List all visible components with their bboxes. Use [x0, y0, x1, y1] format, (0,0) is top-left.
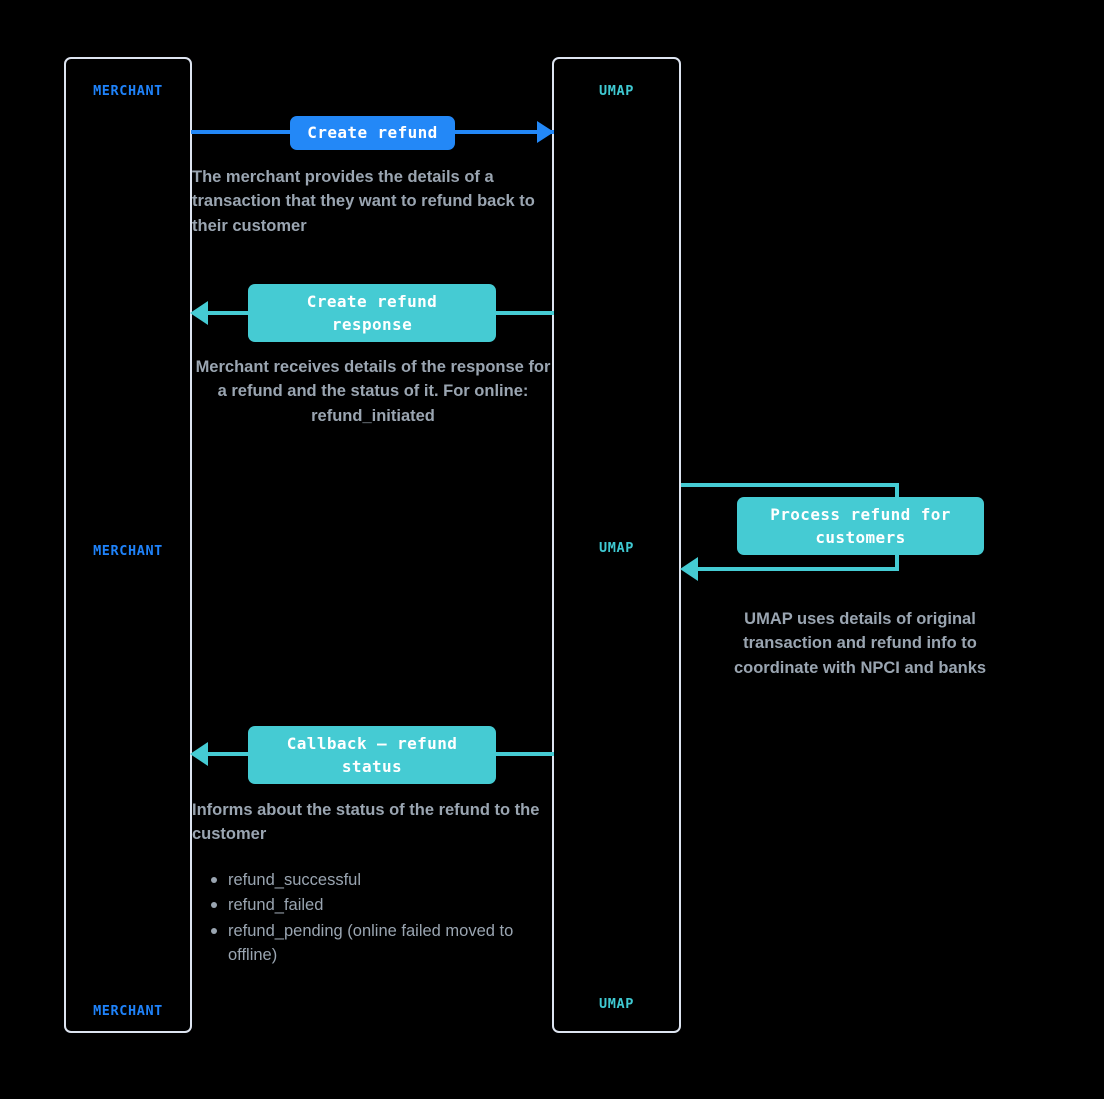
lifeline-label-umap-top: UMAP [599, 83, 634, 99]
lifeline-label-merchant-middle: MERCHANT [93, 543, 163, 559]
message-box-callback-line2: status [341, 757, 403, 776]
message-box-create-refund-response-line1: Create refund [306, 291, 438, 311]
message-box-process-refund[interactable]: Process refund for customers [737, 497, 984, 555]
note-process-refund: UMAP uses details of original transactio… [733, 610, 987, 677]
note-create-refund-response: Merchant receives details of the respons… [195, 358, 551, 425]
lifeline-label-umap-middle: UMAP [599, 540, 634, 556]
arrowhead-create-refund-response [190, 301, 208, 325]
arrowhead-callback [190, 742, 208, 766]
arrowhead-create-refund [537, 121, 554, 143]
lifeline-label-merchant-top: MERCHANT [93, 83, 163, 99]
message-box-create-refund[interactable]: Create refund [290, 116, 455, 150]
self-loop-line-bottom [698, 567, 899, 571]
list-item: refund_failed [211, 893, 524, 917]
message-box-create-refund-response[interactable]: Create refund response [248, 284, 496, 342]
message-box-callback-line1: Callback — refund [286, 733, 458, 753]
arrowhead-process-refund [680, 557, 698, 581]
list-item: refund_pending (online failed moved to o… [211, 919, 524, 968]
note-callback: Informs about the status of the refund t… [192, 801, 540, 844]
lifeline-merchant: MERCHANT MERCHANT MERCHANT [64, 57, 192, 1033]
note-create-refund: The merchant provides the details of a t… [192, 168, 535, 235]
self-loop-line-top [681, 483, 899, 487]
refund-status-list: refund_successful refund_failed refund_p… [204, 868, 524, 969]
lifeline-label-merchant-bottom: MERCHANT [93, 1003, 163, 1019]
message-box-process-refund-line2: customers [815, 528, 906, 547]
message-box-process-refund-line1: Process refund for [770, 504, 951, 524]
message-box-create-refund-response-line2: response [331, 315, 413, 334]
message-box-callback-refund-status[interactable]: Callback — refund status [248, 726, 496, 784]
lifeline-label-umap-bottom: UMAP [599, 996, 634, 1012]
list-item: refund_successful [211, 868, 524, 892]
lifeline-umap: UMAP UMAP UMAP [552, 57, 681, 1033]
